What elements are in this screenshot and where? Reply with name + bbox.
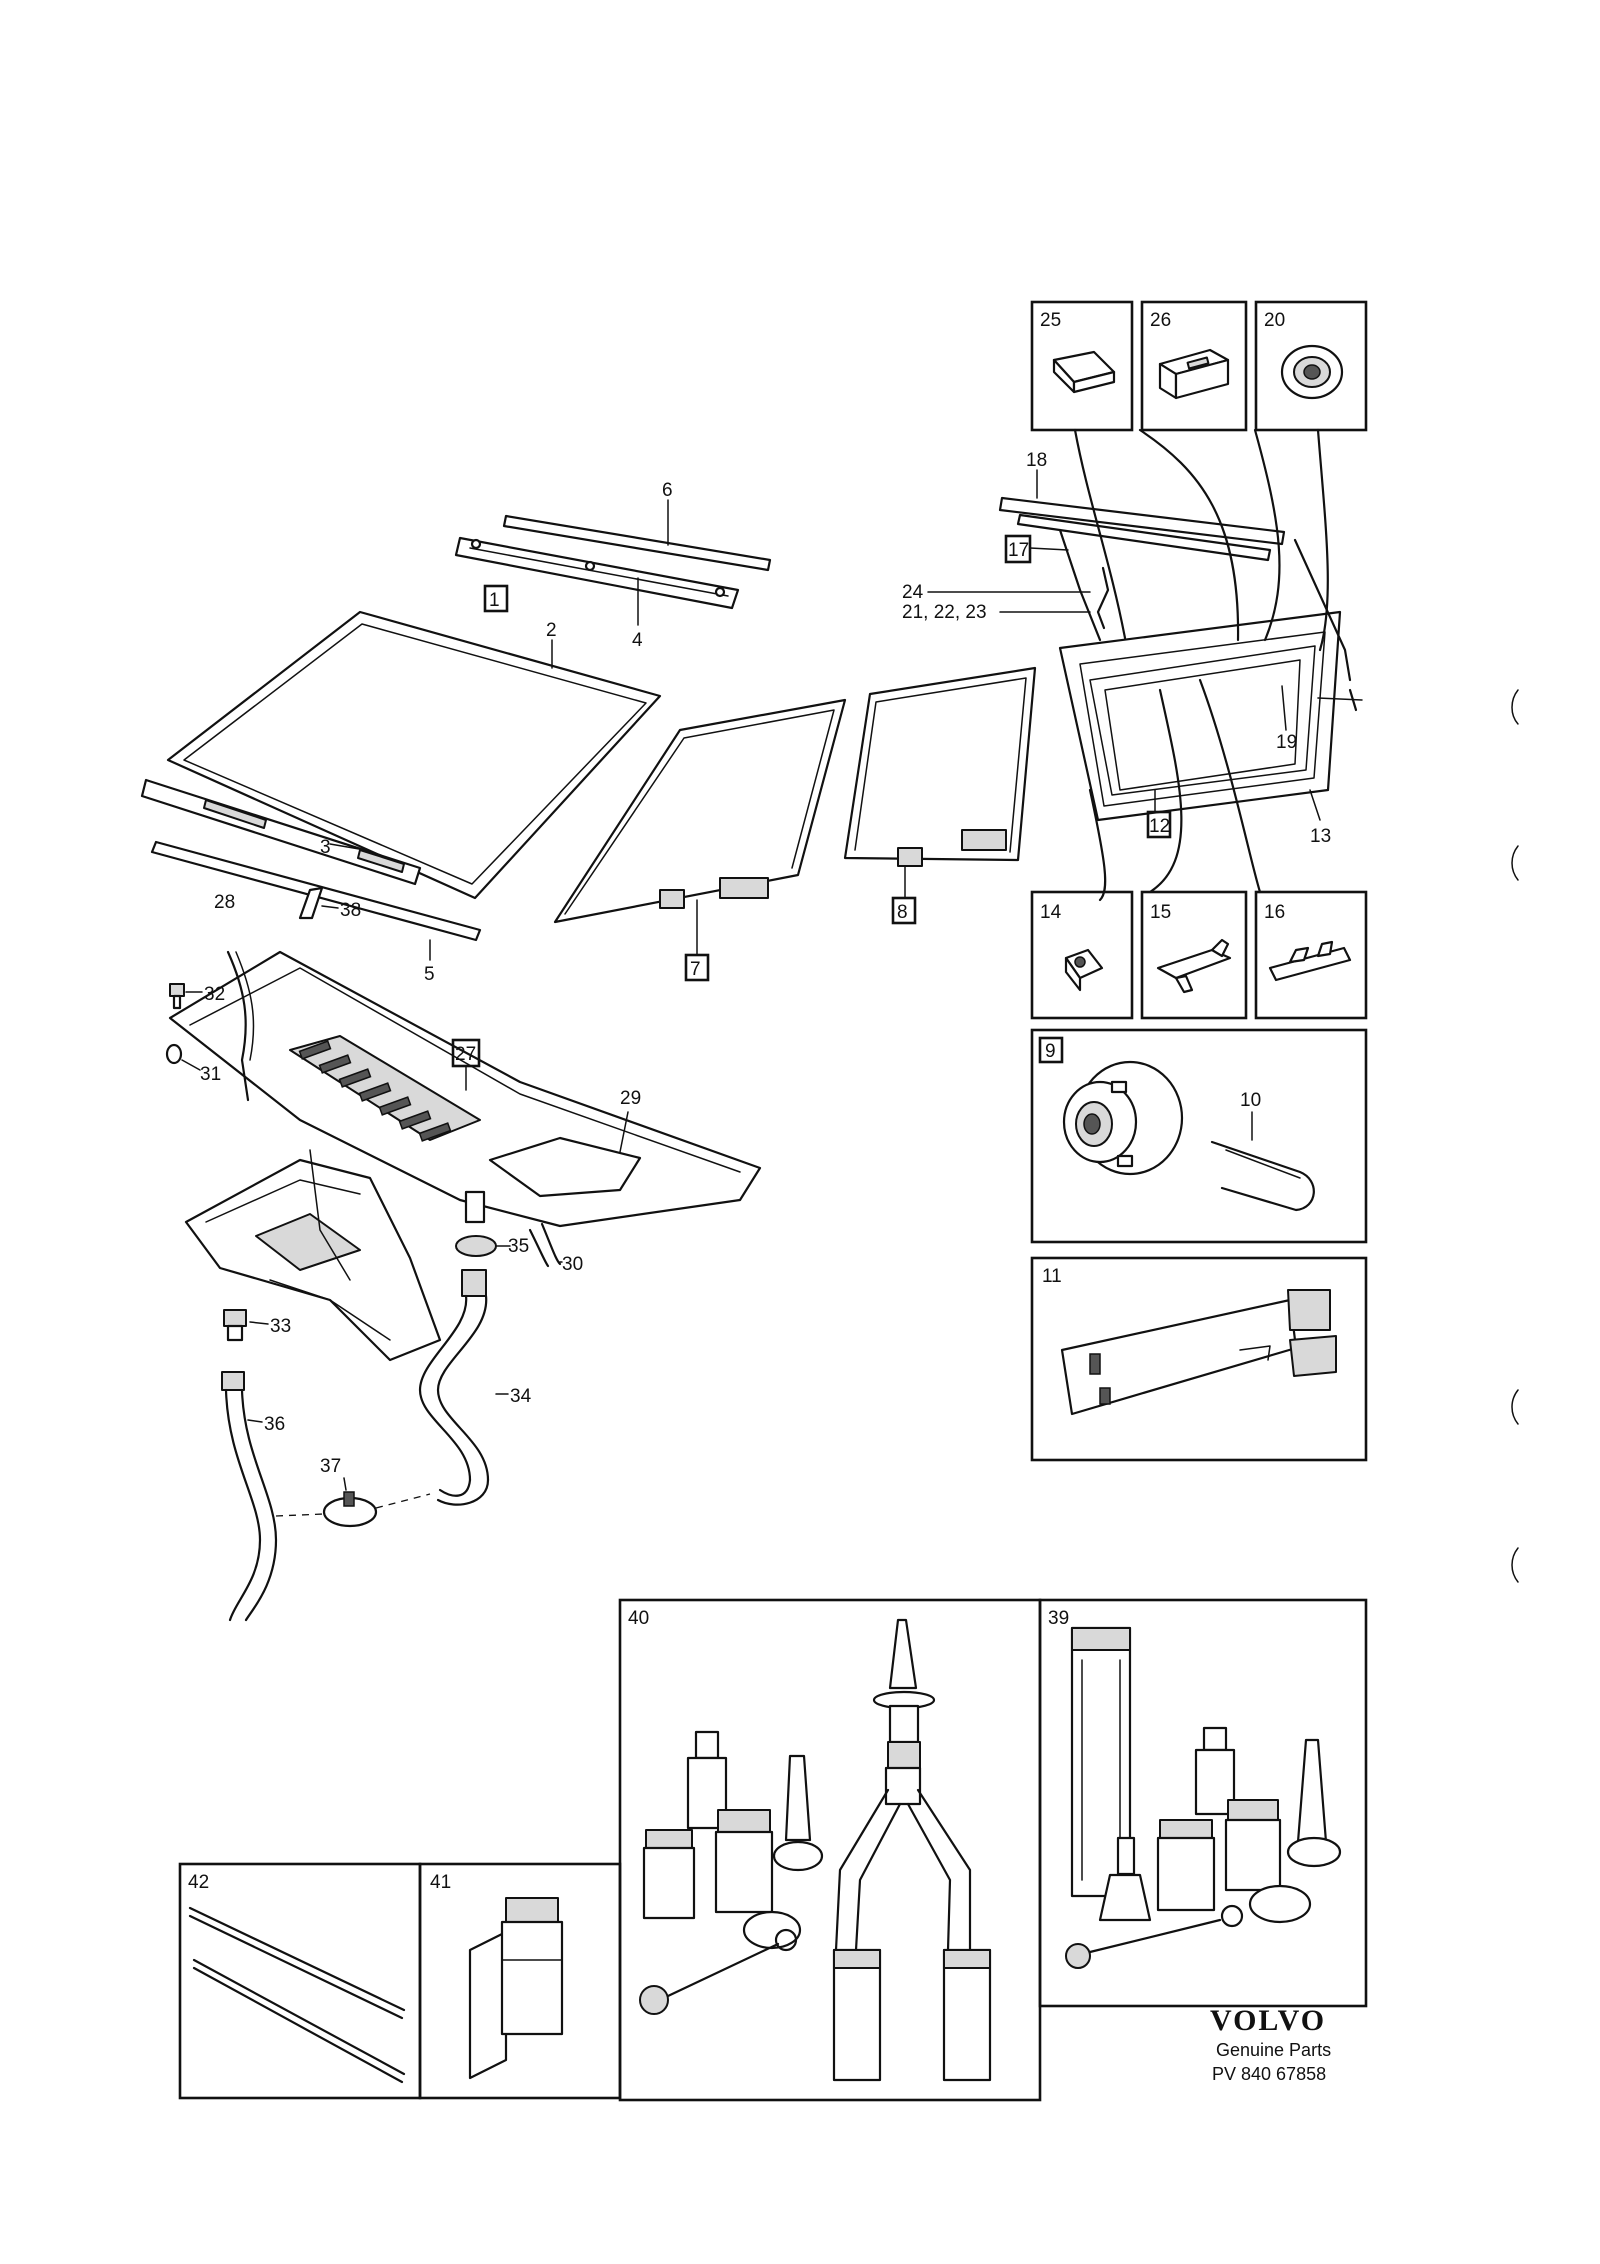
part-6-seal [502,499,772,572]
plenum-tray [184,1149,442,1362]
brand-subtitle: Genuine Parts [1216,2040,1331,2060]
callout-40: 40 [628,1608,649,1629]
callout-25: 25 [1040,310,1061,331]
box-42 [178,1862,422,2100]
callout-14: 14 [1040,902,1062,923]
callout-16: 16 [1264,902,1285,923]
callout-19: 19 [1276,732,1297,753]
callout-10: 10 [1240,1090,1261,1111]
callout-31: 31 [200,1064,221,1085]
box-16 [1254,890,1368,1020]
callout-36: 36 [264,1414,285,1435]
part-38-clip [298,886,339,920]
callout-21-22-23: 21, 22, 23 [902,602,987,623]
callout-13: 13 [1310,826,1331,847]
callout-20: 20 [1264,310,1285,331]
part-29-seal [619,1111,629,1153]
callout-5: 5 [424,964,435,985]
leader-lines-bottom [1088,678,1262,902]
callout-38: 38 [340,900,361,921]
part-32-bolt [169,983,203,1010]
callout-24: 24 [902,582,924,603]
box-14 [1030,890,1134,1020]
callout-7: 7 [690,959,701,980]
box-26 [1140,300,1248,432]
part-7-window [553,698,847,982]
box-11 [1030,1256,1368,1462]
part-4-rail [454,536,740,626]
part-3-moulding [140,778,422,886]
part-34-hose [418,1269,509,1506]
part-8-window [843,666,1037,925]
part-35-grommet [455,1190,511,1257]
part-36-hose [221,1371,278,1622]
part-31-clip [165,1043,201,1071]
box-41 [418,1862,622,2100]
callout-33: 33 [270,1316,291,1337]
margin-marks [1511,689,1519,1583]
callout-9: 9 [1045,1041,1056,1062]
callout-8: 8 [897,902,908,923]
callout-30: 30 [562,1254,583,1275]
callout-3: 3 [320,837,331,858]
callout-27: 27 [455,1044,476,1065]
part-19-seal [1281,685,1287,731]
part-17-trim [1004,528,1363,712]
callout-39: 39 [1048,1608,1069,1629]
callout-11: 11 [1042,1266,1062,1287]
callout-18: 18 [1026,450,1047,471]
part-18-strip [998,469,1286,562]
brand-footer: VOLVO Genuine Parts PV 840 67858 [1210,2004,1331,2084]
box-39 [1038,1598,1368,2008]
callout-1: 1 [489,590,500,611]
box-9 [1030,1028,1368,1244]
callout-28: 28 [214,892,235,913]
leader-lines-top [1073,428,1329,652]
part-2-windscreen [166,610,662,900]
callout-box-1 [483,584,509,613]
box-25 [1030,300,1134,432]
callout-26: 26 [1150,310,1171,331]
drawing-reference: PV 840 67858 [1212,2064,1326,2084]
callout-42: 42 [188,1872,209,1893]
callout-32: 32 [204,984,225,1005]
part-37-clamp [275,1477,431,1528]
callout-35: 35 [508,1236,529,1257]
part-27-cowl [168,950,762,1228]
part-30-hose [528,1222,563,1268]
callout-12: 12 [1149,816,1170,837]
callout-41: 41 [430,1872,451,1893]
callout-2: 2 [546,620,557,641]
part-33-valve [223,1309,269,1342]
callout-37: 37 [320,1456,341,1477]
cowl-vents [298,1040,452,1142]
part-28-cable [226,950,255,1102]
callout-17: 17 [1008,540,1029,561]
callout-labels: 1 2 3 4 5 6 7 8 9 10 11 12 13 14 15 16 1… [188,310,1331,1893]
callout-29: 29 [620,1088,641,1109]
box-40 [618,1598,1042,2102]
box-20 [1254,300,1368,432]
callout-4: 4 [632,630,643,651]
callout-6: 6 [662,480,673,501]
callout-34: 34 [510,1386,532,1407]
brand-logo: VOLVO [1210,2004,1326,2037]
part-12-glass [1104,659,1301,839]
callout-15: 15 [1150,902,1171,923]
box-15 [1140,890,1248,1020]
part-24-cable [927,566,1110,630]
